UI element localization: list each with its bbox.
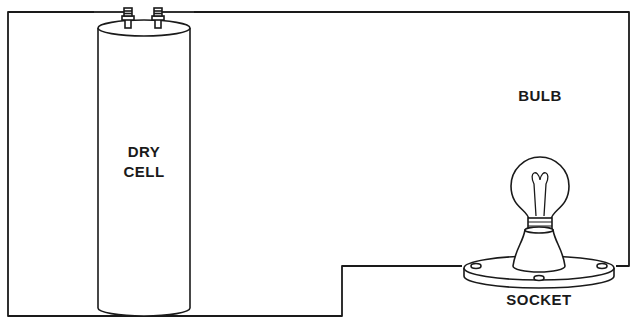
cell-terminal xyxy=(94,8,134,28)
terminal-lead xyxy=(162,11,194,13)
cell-terminal xyxy=(152,8,194,28)
part-label: DRY CELL xyxy=(114,142,174,183)
connecting-wire xyxy=(8,12,462,316)
light-bulb-outline xyxy=(500,84,580,230)
bulb-socket: SOCKET xyxy=(462,230,616,316)
socket-cup xyxy=(513,230,565,272)
dry-cell-outline xyxy=(94,4,194,318)
socket-screw xyxy=(597,264,607,269)
light-bulb: BULB xyxy=(500,84,580,230)
terminal-lead xyxy=(94,11,124,13)
socket-screw xyxy=(534,276,544,281)
bulb-filament xyxy=(532,173,548,216)
connecting-wire xyxy=(194,12,629,266)
cell-body xyxy=(98,28,190,316)
dry-cell: DRY CELL xyxy=(94,4,194,318)
part-label: BULB xyxy=(500,86,580,106)
bulb-glass xyxy=(511,157,569,220)
cell-top xyxy=(98,20,190,36)
part-label: SOCKET xyxy=(462,290,616,310)
socket-screw xyxy=(471,264,481,269)
